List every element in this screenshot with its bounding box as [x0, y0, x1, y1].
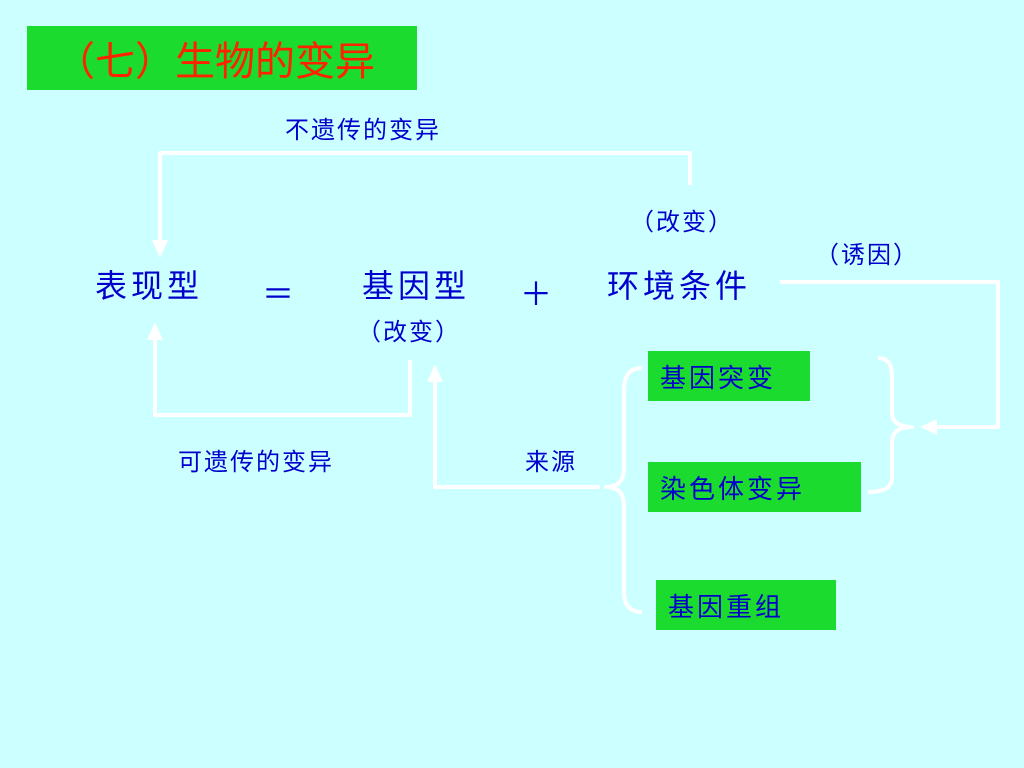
source-chromosome-variation: 染色体变异: [648, 462, 861, 512]
sources-left-brace: [604, 366, 643, 614]
sources-right-brace: [867, 356, 914, 494]
label-inducer: （诱因）: [815, 241, 919, 269]
equals-sign: ＝: [262, 275, 299, 313]
arrowhead-genotype: [427, 364, 443, 382]
source-gene-recombination: 基因重组: [656, 580, 836, 630]
source-gene-mutation: 基因突变: [648, 351, 810, 401]
arrowhead-phenotype-bottom: [147, 322, 163, 340]
heritable-connector: [153, 340, 412, 417]
label-change-genotype: （改变）: [357, 318, 461, 346]
non-heritable-connector: [158, 151, 692, 240]
label-source: 来源: [525, 448, 577, 476]
arrowhead-inducer: [920, 419, 937, 435]
arrowhead-phenotype-top: [152, 240, 168, 258]
label-genotype: 基因型: [362, 267, 471, 305]
label-heritable: 可遗传的变异: [178, 448, 334, 476]
source-connector: [433, 380, 600, 489]
label-environment: 环境条件: [607, 267, 752, 305]
plus-sign: ＋: [520, 275, 557, 313]
inducer-connector: [780, 280, 1000, 429]
label-phenotype: 表现型: [95, 267, 204, 305]
label-non-heritable: 不遗传的变异: [285, 116, 441, 144]
label-change-environment: （改变）: [630, 208, 734, 236]
page-title: （七）生物的变异: [27, 26, 417, 90]
